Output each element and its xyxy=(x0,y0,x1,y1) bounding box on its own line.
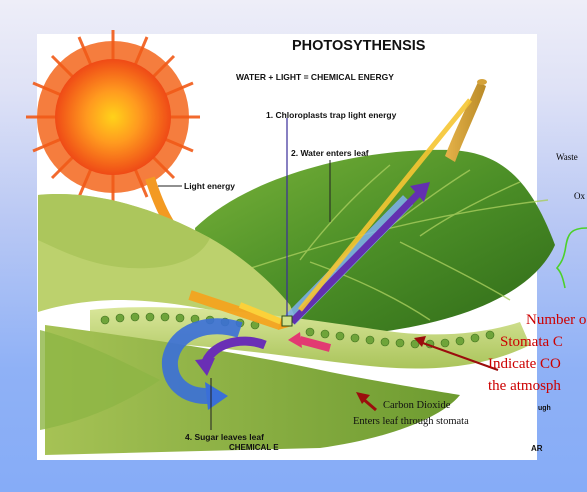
step-4-continuation: CHEMICAL E xyxy=(229,443,279,452)
light-energy-label: Light energy xyxy=(184,181,235,191)
waste-label: Waste xyxy=(556,152,578,162)
equation-label: WATER + LIGHT = CHEMICAL ENERGY xyxy=(236,72,394,82)
step-2-label: 2. Water enters leaf xyxy=(291,148,369,158)
carbon-dioxide-sublabel: Enters leaf through stomata xyxy=(353,416,469,427)
step-4-label: 4. Sugar leaves leaf xyxy=(185,432,264,442)
stomata-note-line: the atmosph xyxy=(488,378,561,395)
fragment-label: ugh xyxy=(538,405,551,412)
stomata-note-line: Stomata C xyxy=(500,334,563,351)
sun-icon xyxy=(26,30,200,204)
fragment-label-ar: AR xyxy=(531,444,543,453)
diagram-title: PHOTOSYTHENSIS xyxy=(292,38,425,54)
oxygen-label: Ox xyxy=(574,191,585,201)
stomata-note-line: Number o xyxy=(526,312,586,329)
carbon-dioxide-label: Carbon Dioxide xyxy=(383,400,450,411)
step-1-label: 1. Chloroplasts trap light energy xyxy=(266,110,396,120)
green-bracket-icon xyxy=(557,228,587,288)
stomata-note-line: Indicate CO xyxy=(488,356,561,373)
